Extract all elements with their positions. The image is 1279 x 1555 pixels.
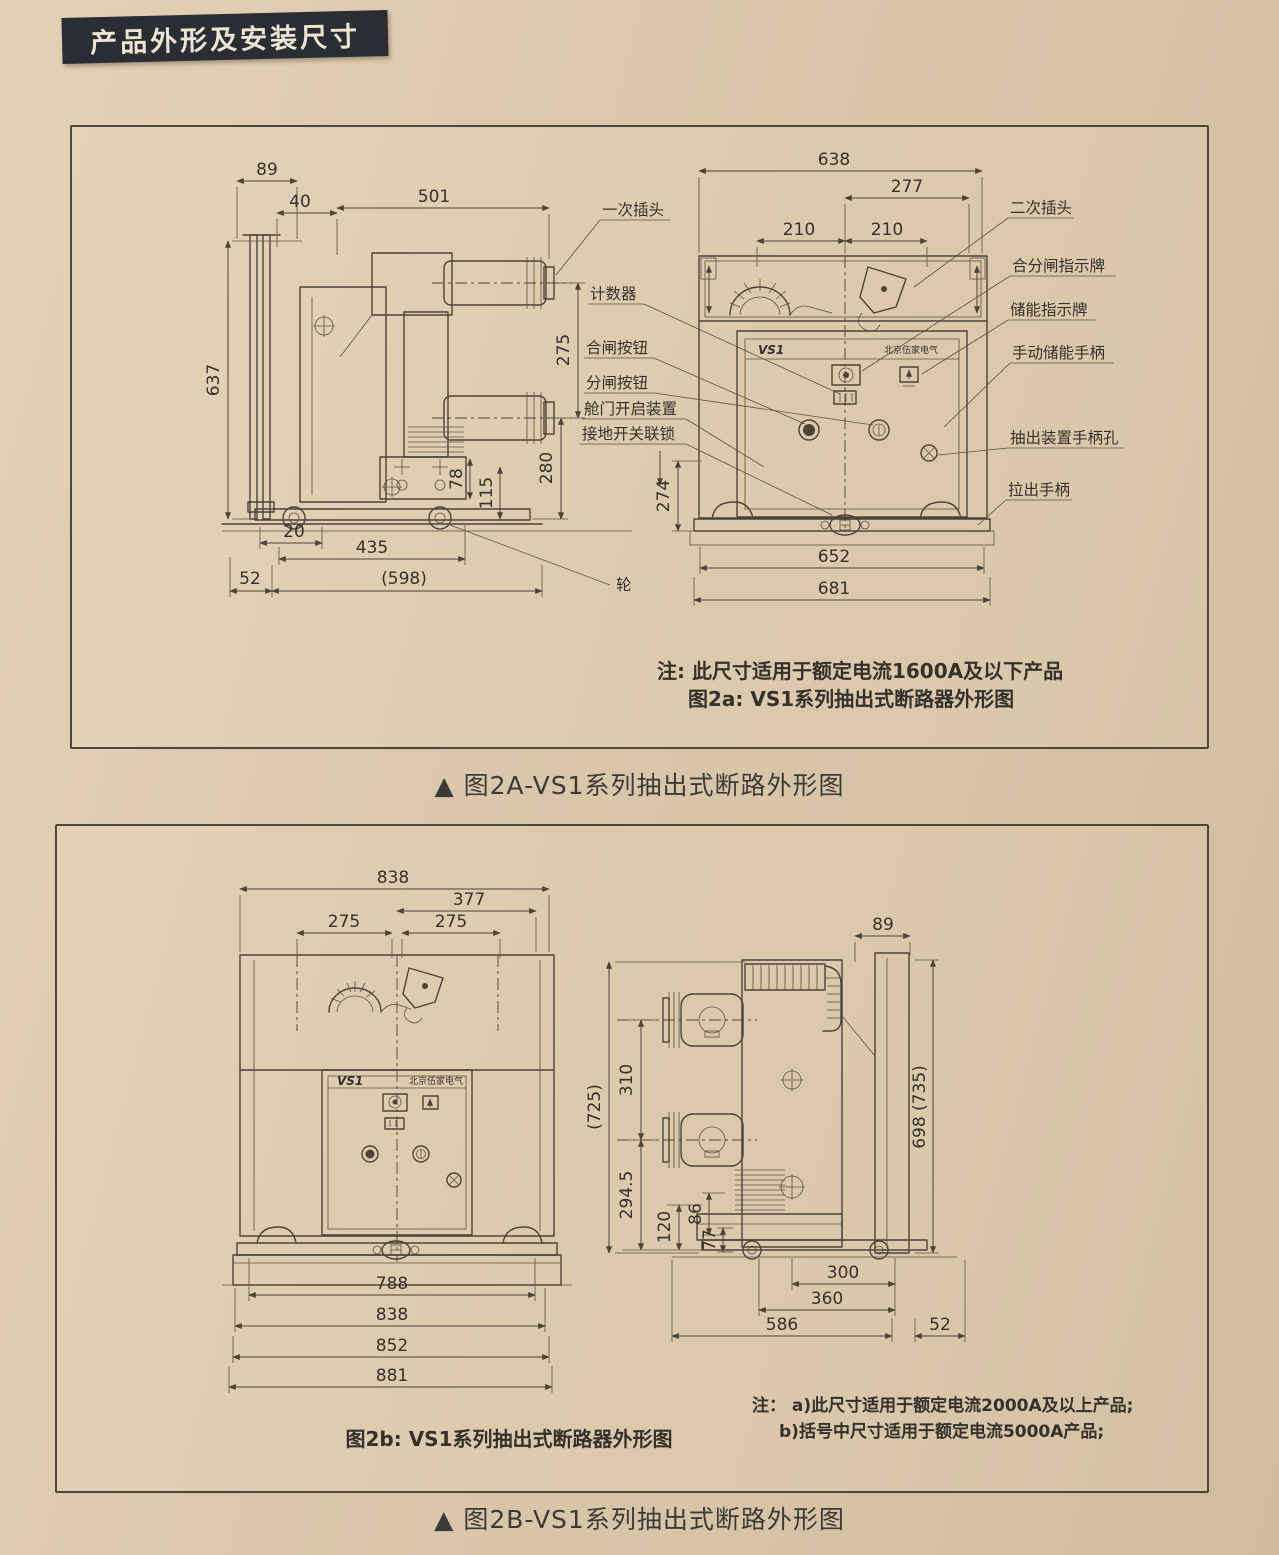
callout-label: 合闸按钮 — [586, 339, 648, 357]
dimension-label: 277 — [891, 177, 923, 197]
callout-label: 抽出装置手柄孔 — [1010, 429, 1119, 447]
wheel-label: 轮 — [616, 576, 632, 594]
figure-2a-drawing: 89 40 501 637 275 280 78 115 — [204, 150, 1124, 711]
panel-logo: VS1 — [758, 343, 784, 357]
figure-2a-box: 89 40 501 637 275 280 78 115 — [70, 125, 1209, 749]
fig2a-notes: 注: 此尺寸适用于额定电流1600A及以下产品 图2a: VS1系列抽出式断路器… — [657, 659, 1063, 711]
figure-2b-drawing: VS1 北京伍家电气 — [222, 868, 1133, 1451]
callout-label: 一次插头 — [602, 201, 664, 219]
dimension-label: 652 — [818, 547, 850, 567]
dimension-label: 275 — [435, 912, 467, 932]
dimension-label: 77 — [700, 1229, 720, 1251]
dimension-label: 698 (735) — [910, 1065, 930, 1149]
callout-label: 储能指示牌 — [1010, 301, 1088, 319]
callout-label: 舱门开启装置 — [584, 400, 677, 418]
dimension-label: (725) — [585, 1084, 605, 1130]
dimension-label: 681 — [818, 579, 850, 599]
callout-label: 二次插头 — [1010, 199, 1072, 217]
fig2b-side-dimensions: 89 (725) 310 294.5 120 86 77 — [585, 915, 966, 1342]
note-line-1: 注： a)此尺寸适用于额定电流2000A及以上产品; — [752, 1395, 1133, 1416]
dimension-label: 210 — [871, 220, 903, 240]
note-line-2: b)括号中尺寸适用于额定电流5000A产品; — [779, 1421, 1104, 1442]
fig2a-callouts-right: 二次插头 合分闸指示牌 储能指示牌 手动储能手柄 抽出装置手柄孔 拉出手柄 — [861, 199, 1124, 526]
callout-label: 手动储能手柄 — [1012, 344, 1105, 362]
fig2b-side-view — [617, 952, 957, 1260]
fig2a-callouts-left: 一次插头 计数器 合闸按钮 分闸按钮 舱门开启装置 接地开关联锁 — [555, 201, 874, 516]
fig2a-side-view — [221, 234, 632, 532]
dimension-label: 637 — [204, 364, 224, 396]
dimension-label: 52 — [239, 569, 261, 589]
dimension-label: 40 — [289, 192, 311, 212]
dimension-label: 280 — [537, 452, 557, 484]
panel-brand: 北京伍家电气 — [884, 344, 938, 356]
dimension-label: 275 — [554, 334, 574, 366]
callout-label: 合分闸指示牌 — [1012, 257, 1105, 275]
dimension-label: 788 — [376, 1274, 408, 1294]
dimension-label: 89 — [256, 160, 278, 180]
callout-label: 拉出手柄 — [1008, 481, 1070, 499]
dimension-label: 86 — [686, 1203, 706, 1225]
figure-2b-inner-caption: 图2b: VS1系列抽出式断路器外形图 — [346, 1427, 673, 1451]
callout-label: 接地开关联锁 — [582, 425, 675, 443]
dimension-label: 852 — [376, 1336, 408, 1356]
dimension-label: 838 — [376, 1305, 408, 1325]
dimension-label: 274 — [654, 480, 674, 512]
dimension-label: 78 — [447, 468, 467, 490]
dimension-label: 275 — [328, 912, 360, 932]
dimension-label: 360 — [811, 1289, 843, 1309]
note-line-2: 图2a: VS1系列抽出式断路器外形图 — [688, 687, 1014, 711]
callout-label: 计数器 — [590, 285, 637, 303]
figure-2a-caption: ▲ 图2A-VS1系列抽出式断路外形图 — [434, 771, 845, 800]
figure-2b-caption: ▲ 图2B-VS1系列抽出式断路外形图 — [434, 1505, 845, 1534]
fig2b-front-view: VS1 北京伍家电气 — [222, 954, 572, 1286]
dimension-label: 294.5 — [617, 1171, 637, 1220]
panel-brand: 北京伍家电气 — [409, 1075, 463, 1087]
dimension-label: 210 — [783, 220, 815, 240]
dimension-label: 838 — [377, 868, 409, 888]
figure-2b-box: VS1 北京伍家电气 — [55, 824, 1209, 1493]
dimension-label: 435 — [356, 538, 388, 558]
note-line-1: 注: 此尺寸适用于额定电流1600A及以下产品 — [657, 659, 1063, 683]
dimension-label: 501 — [418, 187, 450, 207]
dimension-label: 310 — [617, 1064, 637, 1096]
page-title: 产品外形及安装尺寸 — [61, 10, 389, 64]
fig2a-side-dimensions: 89 40 501 637 275 280 78 115 — [204, 160, 632, 597]
fig2b-front-dimensions: 838 377 275 275 788 838 852 — [228, 868, 553, 1393]
dimension-label: 115 — [477, 477, 497, 509]
dimension-label: 586 — [766, 1315, 798, 1335]
panel-logo: VS1 — [337, 1074, 363, 1088]
dimension-label: (598) — [381, 569, 427, 589]
callout-label: 分闸按钮 — [586, 374, 648, 392]
dimension-label: 89 — [872, 915, 894, 935]
fig2b-notes: 注： a)此尺寸适用于额定电流2000A及以上产品; b)括号中尺寸适用于额定电… — [752, 1395, 1133, 1442]
dimension-label: 52 — [929, 1315, 951, 1335]
dimension-label: 120 — [655, 1211, 675, 1243]
dimension-label: 881 — [376, 1366, 408, 1386]
dimension-label: 638 — [818, 150, 850, 170]
fig2a-front-view: VS1 北京伍家电气 — [689, 255, 995, 546]
dimension-label: 20 — [283, 522, 305, 542]
dimension-label: 300 — [827, 1263, 859, 1283]
fig2a-front-dimensions: 638 277 210 210 274 652 681 — [654, 150, 991, 606]
dimension-label: 377 — [453, 890, 485, 910]
